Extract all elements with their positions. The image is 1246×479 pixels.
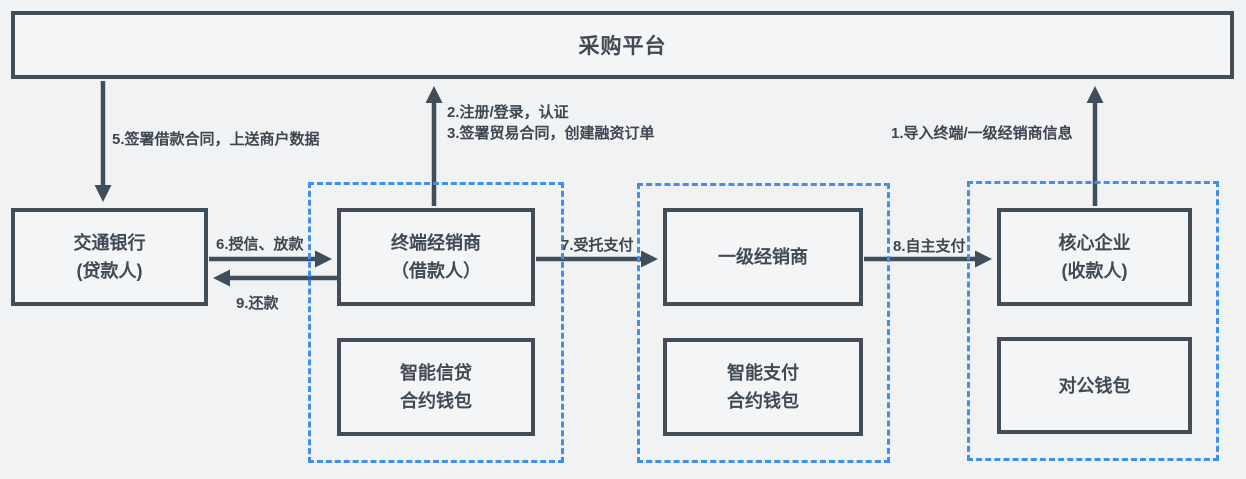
node-label: 智能支付 xyxy=(727,363,799,383)
edge-label-sign-loan-contract: 5.签署借款合同，上送商户数据 xyxy=(112,131,320,148)
edge-label-register-and-trade: 2.注册/登录，认证 3.签署贸易合同，创建融资订单 xyxy=(447,102,655,144)
edge-label-import-dealer-info: 1.导入终端/一级经销商信息 xyxy=(891,125,1073,142)
node-core-enterprise: 核心企业 (收款人) xyxy=(997,208,1192,306)
dashed-group-terminal-dealer xyxy=(308,182,564,463)
node-label: 终端经销商 xyxy=(391,233,481,253)
edge-label-repayment: 9.还款 xyxy=(236,295,279,312)
node-label: 交通银行 xyxy=(73,233,146,253)
node-terminal-dealer: 终端经销商 （借款人） xyxy=(337,208,535,306)
edge-label-sign-trade-contract: 3.签署贸易合同，创建融资订单 xyxy=(447,125,655,142)
node-bank: 交通银行 (贷款人) xyxy=(11,208,208,306)
node-label: 智能信贷 xyxy=(400,363,472,383)
edge-label-entrusted-payment: 7.受托支付 xyxy=(561,237,634,254)
dashed-group-core-enterprise xyxy=(967,181,1219,461)
node-label: 核心企业 xyxy=(1058,233,1131,253)
node-sublabel: （借款人） xyxy=(391,261,481,281)
edge-label-credit-lending: 6.授信、放款 xyxy=(216,236,304,253)
node-procurement-platform: 采购平台 xyxy=(11,11,1234,79)
edge-label-self-payment: 8.自主支付 xyxy=(893,238,966,255)
node-corporate-wallet: 对公钱包 xyxy=(997,337,1192,434)
node-smart-payment-wallet: 智能支付 合约钱包 xyxy=(663,338,863,436)
node-sublabel: (收款人) xyxy=(1061,261,1128,281)
node-sublabel: 合约钱包 xyxy=(400,391,472,411)
node-sublabel: (贷款人) xyxy=(76,261,143,281)
node-label: 一级经销商 xyxy=(718,247,808,267)
dashed-group-tier1-dealer xyxy=(637,183,890,463)
node-label: 对公钱包 xyxy=(1058,375,1131,396)
node-smart-credit-wallet: 智能信贷 合约钱包 xyxy=(337,338,535,436)
node-sublabel: 合约钱包 xyxy=(727,391,799,411)
node-label: 采购平台 xyxy=(578,35,667,58)
edge-label-register-login: 2.注册/登录，认证 xyxy=(447,104,569,121)
node-tier1-dealer: 一级经销商 xyxy=(663,208,863,306)
